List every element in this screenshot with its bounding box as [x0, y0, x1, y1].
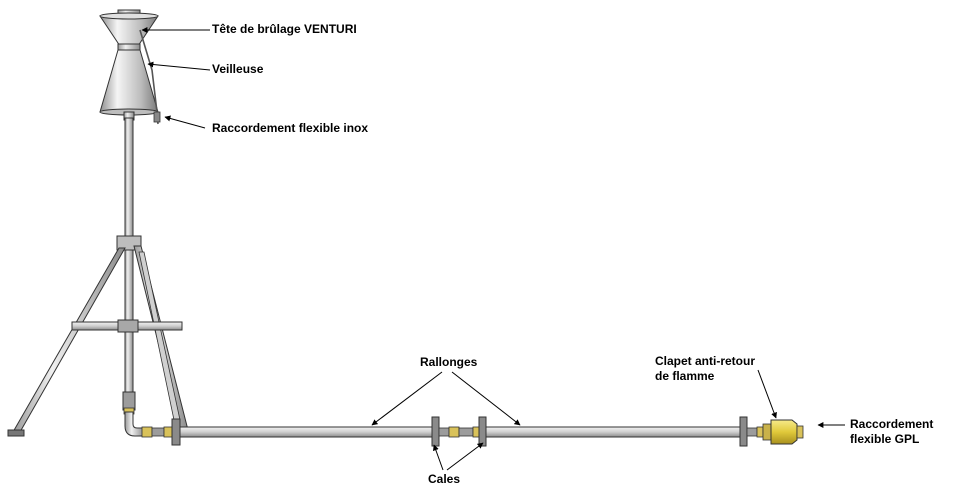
label-stainless-hose: Raccordement flexible inox: [212, 121, 369, 135]
vertical-mast: [122, 117, 136, 415]
label-lpg-hose-line2: flexible GPL: [850, 432, 920, 446]
venturi-burner-head: [99, 9, 161, 125]
label-burner-head: Tête de brûlage VENTURI: [212, 22, 357, 36]
label-pilot: Veilleuse: [212, 62, 264, 76]
label-check-valve-line2: de flamme: [655, 369, 715, 383]
label-check-valve-line1: Clapet anti-retour: [655, 354, 756, 368]
tripod-stand: [7, 235, 193, 437]
label-extensions: Rallonges: [420, 355, 478, 369]
label-shims: Cales: [428, 472, 461, 486]
extension-pipes: [179, 416, 764, 447]
elbow-and-connector: [124, 411, 181, 446]
flame-check-valve: [762, 419, 804, 445]
label-lpg-hose-line1: Raccordement: [850, 417, 934, 431]
leader-arrows: [141, 27, 845, 471]
